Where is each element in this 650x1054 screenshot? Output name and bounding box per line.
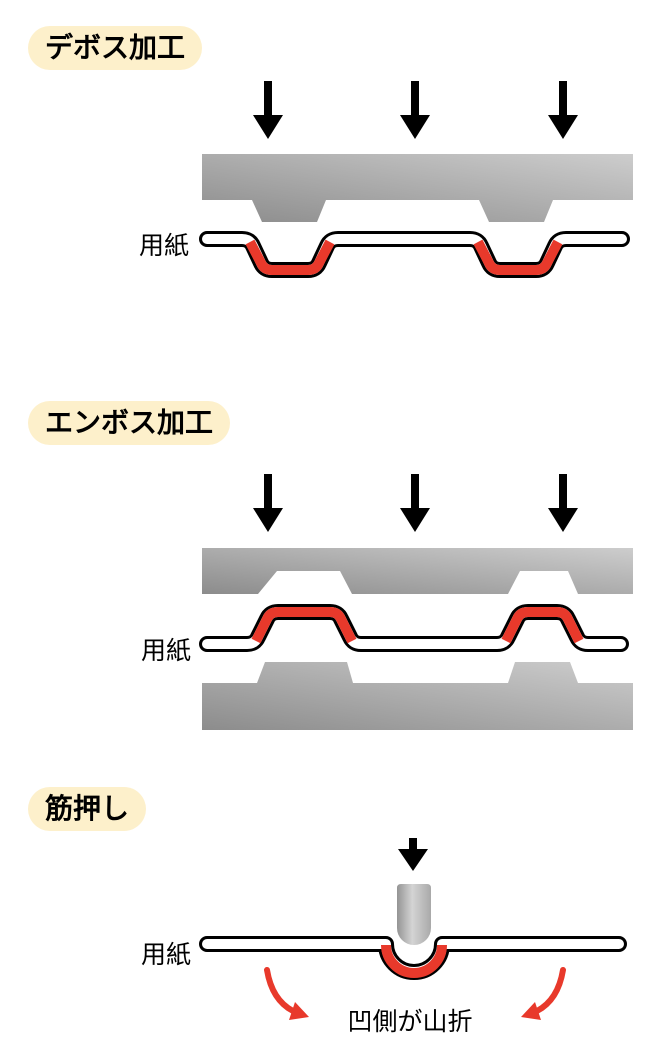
fold-direction-arrow-left [264, 967, 296, 1014]
debossed-area-highlight [473, 239, 563, 275]
debossed-area-highlight [245, 239, 335, 275]
press-down-arrow-icon [253, 474, 283, 532]
fold-direction-arrowhead-left [289, 1002, 309, 1020]
scoring-diagram [199, 838, 627, 1020]
press-down-arrow-icon [400, 474, 430, 532]
fold-side-caption: 凹側が山折 [347, 1008, 473, 1036]
deboss-male-die [202, 154, 633, 222]
press-down-arrow-icon [253, 81, 283, 139]
paper-label: 用紙 [139, 232, 190, 260]
emboss-diagram [199, 474, 633, 730]
paper-label: 用紙 [141, 637, 192, 665]
press-down-arrow-icon [398, 838, 428, 871]
emboss-male-die-bottom [202, 662, 633, 730]
embossed-area-highlight [251, 607, 357, 644]
press-down-arrow-icon [548, 474, 578, 532]
section-label-deboss: デボス加工 [28, 26, 203, 71]
fold-direction-arrowhead-right [521, 1002, 541, 1020]
emboss-female-die-top [202, 548, 633, 594]
paper-label: 用紙 [141, 941, 192, 969]
deboss-diagram [199, 81, 633, 278]
embossed-area-highlight [501, 607, 584, 644]
section-label-sujioshi: 筋押し [28, 787, 147, 832]
section-label-emboss: エンボス加工 [28, 401, 231, 446]
score-groove-highlight [381, 944, 447, 978]
scoring-rod-tool [397, 884, 431, 945]
press-down-arrow-icon [400, 81, 430, 139]
press-down-arrow-icon [548, 81, 578, 139]
fold-direction-arrow-right [534, 967, 566, 1014]
